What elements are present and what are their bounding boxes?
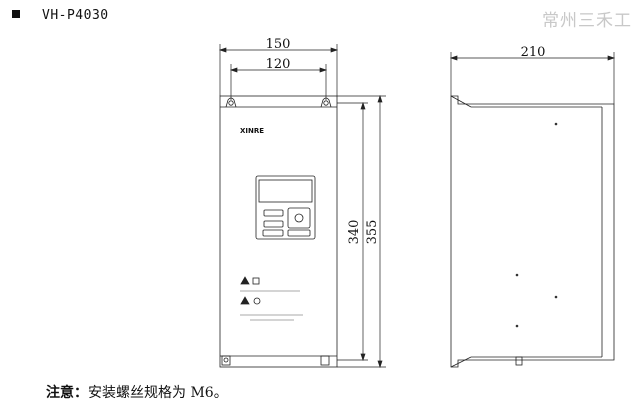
dim-outer-width: 150 xyxy=(266,37,291,52)
front-view xyxy=(219,95,338,368)
side-bevel-top xyxy=(450,95,472,108)
electric-shock-icon xyxy=(253,297,261,305)
manual-book-icon xyxy=(252,277,260,285)
keypad-panel xyxy=(255,175,316,240)
front-height-dimensions xyxy=(337,94,386,369)
note-text: 安装螺丝规格为 M6。 xyxy=(88,385,228,401)
brand-logo: XINRE xyxy=(240,127,264,135)
warning-triangle-icon-2 xyxy=(240,296,250,305)
dim-mount-width: 120 xyxy=(266,57,291,72)
dim-outer-height: 355 xyxy=(365,220,380,245)
nav-center-knob xyxy=(294,213,304,223)
front-width-dimensions xyxy=(218,44,339,100)
key-set xyxy=(263,220,284,228)
side-housing xyxy=(450,95,615,368)
warning-text-lines xyxy=(240,290,303,321)
note-label: 注意： xyxy=(46,385,88,401)
side-screws xyxy=(515,122,558,328)
mount-foot-bottom-left xyxy=(221,355,231,366)
key-prg xyxy=(263,209,284,217)
side-bevel-bottom xyxy=(450,356,472,368)
square-bullet-icon xyxy=(12,10,20,18)
mount-foot-bottom-right xyxy=(320,355,330,366)
warning-triangle-icon xyxy=(240,276,250,285)
side-view xyxy=(450,95,615,368)
front-housing xyxy=(219,95,338,368)
key-stop xyxy=(287,229,311,237)
model-name: VH-P4030 xyxy=(42,8,109,23)
install-note: 注意：安装螺丝规格为 M6。 xyxy=(46,382,228,402)
nav-pad xyxy=(287,207,311,229)
dim-mount-height: 340 xyxy=(347,220,362,245)
dim-depth: 210 xyxy=(521,45,546,60)
display-window xyxy=(258,179,313,203)
watermark: 常州三禾工 xyxy=(542,11,632,31)
side-depth-dimension xyxy=(449,52,616,104)
model-title: VH-P4030 xyxy=(12,8,109,23)
side-terminal-stub xyxy=(515,356,523,366)
mount-hole-bottom-left xyxy=(223,357,229,363)
key-run xyxy=(262,229,284,237)
